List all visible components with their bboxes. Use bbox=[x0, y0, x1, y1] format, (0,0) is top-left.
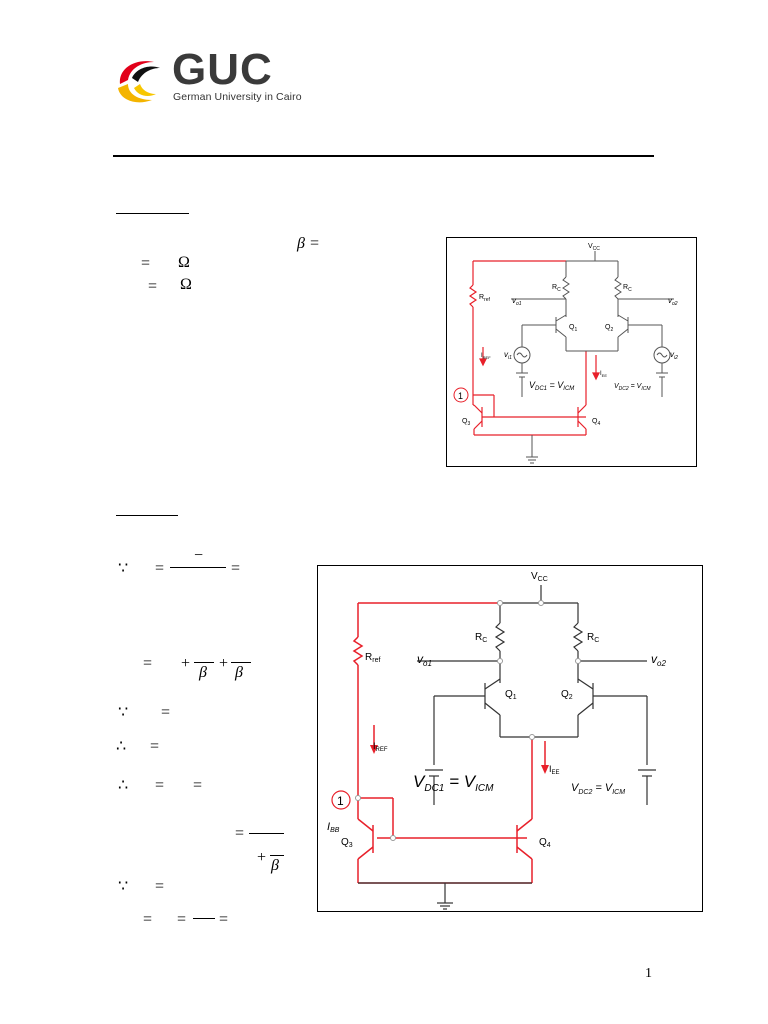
fraction-bar-3 bbox=[231, 662, 251, 663]
svg-text:vo2: vo2 bbox=[668, 296, 678, 307]
fraction-bar-6 bbox=[193, 918, 215, 919]
solution-eq-f: = bbox=[155, 777, 165, 794]
beta-denominator-1: β bbox=[199, 664, 207, 681]
because-symbol-1: ∵ bbox=[118, 560, 129, 577]
svg-text:VCC: VCC bbox=[531, 571, 548, 583]
svg-text:vo1: vo1 bbox=[512, 296, 522, 307]
problem-eq-2: = bbox=[148, 278, 158, 295]
large-circuit-frame bbox=[317, 565, 703, 912]
small-circuit-frame bbox=[446, 237, 697, 467]
svg-text:Q1: Q1 bbox=[505, 689, 517, 701]
small-circuit-diagram: 1 VCC Rref RC RC vo1 vo2 Q1 Q2 Q3 Q4 vi1… bbox=[453, 243, 678, 464]
ohm-symbol-2: Ω bbox=[180, 276, 192, 293]
svg-text:1: 1 bbox=[458, 391, 463, 401]
solution-eq-g: = bbox=[193, 777, 203, 794]
svg-text:Q4: Q4 bbox=[592, 418, 600, 427]
svg-text:1: 1 bbox=[337, 794, 344, 808]
solution-eq-b: = bbox=[231, 560, 241, 577]
svg-text:VDC1 = VICM: VDC1 = VICM bbox=[529, 380, 574, 392]
svg-text:Q2: Q2 bbox=[561, 689, 573, 701]
solution-eq-h: = bbox=[235, 825, 245, 842]
svg-text:IREF: IREF bbox=[373, 741, 388, 753]
header-rule bbox=[113, 155, 654, 157]
therefore-symbol-2: ∴ bbox=[118, 777, 129, 794]
svg-text:Q1: Q1 bbox=[569, 324, 577, 333]
solution-eq-l: = bbox=[219, 911, 229, 928]
solution-eq-a: = bbox=[155, 560, 165, 577]
svg-text:vo2: vo2 bbox=[651, 652, 666, 668]
svg-text:VDC2 = VICM: VDC2 = VICM bbox=[614, 383, 651, 392]
fraction-bar-4 bbox=[249, 833, 284, 834]
svg-text:VDC1 = VICM: VDC1 = VICM bbox=[413, 772, 494, 794]
svg-text:RC: RC bbox=[623, 284, 632, 293]
fraction-bar-5 bbox=[270, 855, 284, 856]
svg-text:VCC: VCC bbox=[588, 243, 600, 252]
svg-text:IEE: IEE bbox=[600, 371, 607, 378]
svg-text:vi1: vi1 bbox=[504, 350, 512, 361]
guc-logo-mark bbox=[118, 61, 160, 103]
solution-eq-d: = bbox=[161, 704, 171, 721]
svg-text:IEE: IEE bbox=[549, 764, 560, 776]
solution-eq-k: = bbox=[177, 911, 187, 928]
fraction-bar-1 bbox=[170, 567, 226, 568]
ohm-symbol-1: Ω bbox=[178, 254, 190, 271]
solution-eq-e: = bbox=[150, 738, 160, 755]
logo-wordmark: GUC bbox=[172, 45, 273, 94]
page-number: 1 bbox=[645, 966, 652, 981]
svg-text:Rref: Rref bbox=[365, 652, 380, 664]
problem-heading-underline bbox=[116, 213, 189, 214]
svg-text:Q4: Q4 bbox=[539, 837, 551, 849]
svg-text:vo1: vo1 bbox=[417, 652, 432, 668]
svg-text:Q3: Q3 bbox=[341, 837, 353, 849]
svg-text:RC: RC bbox=[475, 632, 487, 644]
logo-subtitle: German University in Cairo bbox=[173, 91, 302, 103]
solution-minus: − bbox=[194, 547, 204, 564]
therefore-symbol-1: ∴ bbox=[116, 738, 127, 755]
solution-eq-i: = bbox=[155, 878, 165, 895]
beta-denominator-3: β bbox=[271, 857, 279, 874]
svg-text:vi2: vi2 bbox=[670, 350, 678, 361]
svg-text:Q3: Q3 bbox=[462, 418, 470, 427]
solution-eq-c: = bbox=[143, 655, 153, 672]
svg-text:Q2: Q2 bbox=[605, 324, 613, 333]
svg-text:Rref: Rref bbox=[479, 294, 491, 303]
svg-text:RC: RC bbox=[552, 284, 561, 293]
svg-text:RC: RC bbox=[587, 632, 599, 644]
svg-text:VDC2 = VICM: VDC2 = VICM bbox=[571, 782, 625, 796]
svg-text:IBB: IBB bbox=[327, 821, 340, 834]
because-symbol-2: ∵ bbox=[118, 704, 129, 721]
fraction-bar-2 bbox=[194, 662, 214, 663]
beta-equation: β = bbox=[297, 236, 320, 252]
large-circuit-diagram: 1 IBB VCC Rref RC RC vo1 vo2 Q1 Q2 Q3 Q4… bbox=[327, 571, 666, 910]
solution-plus-2: + bbox=[219, 655, 229, 672]
solution-plus-1: + bbox=[181, 655, 191, 672]
solution-heading-underline bbox=[116, 515, 178, 516]
beta-denominator-2: β bbox=[235, 664, 243, 681]
because-symbol-3: ∵ bbox=[118, 878, 129, 895]
svg-text:IREF: IREF bbox=[481, 353, 491, 360]
problem-eq-1: = bbox=[141, 255, 151, 272]
solution-plus-3: + bbox=[257, 849, 267, 866]
beta-symbol: β = bbox=[297, 235, 320, 252]
solution-eq-j: = bbox=[143, 911, 153, 928]
